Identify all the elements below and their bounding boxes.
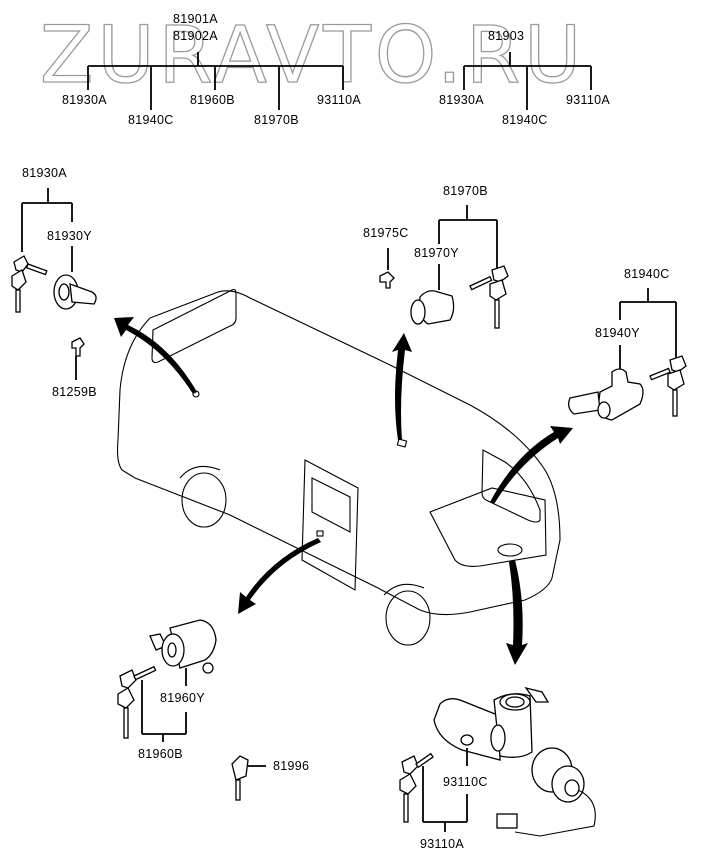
key-icon [231,755,249,801]
front-door-lock-group: 81940C 81940Y [568,267,687,421]
label-81902a[interactable]: 81902A [173,29,218,43]
ignition-switch-body-icon [433,686,550,761]
blank-key-group: 81996 [231,755,309,801]
label-81960b-top[interactable]: 81960B [190,93,235,107]
label-81970b-top[interactable]: 81970B [254,113,299,127]
label-81940c-top[interactable]: 81940C [128,113,174,127]
arrow-front-door [490,426,573,504]
roof-lock-group: 81970B 81970Y 81975C [363,184,509,329]
key-pair-icon [117,665,157,739]
label-81940y[interactable]: 81940Y [595,326,640,340]
label-81960b[interactable]: 81960B [138,747,183,761]
label-81970b[interactable]: 81970B [443,184,488,198]
label-81930a[interactable]: 81930A [22,166,67,180]
clip-icon [379,271,395,289]
rear-window-lock-group: 81930A 81930Y 81259B [11,166,97,399]
arrow-rear-window [114,317,197,394]
arrow-side-door [238,538,321,614]
label-93110a[interactable]: 93110A [420,837,464,851]
watermark: ZURAVTO.RU [40,11,585,101]
lock-cylinder-icon [149,619,217,674]
key-cylinder-icon [496,747,596,837]
arrow-roof [392,333,412,440]
key-pair-icon [399,752,434,823]
label-81259b[interactable]: 81259B [52,385,97,399]
side-door-lock-group: 81960Y 81960B [117,619,217,761]
location-arrows [114,317,573,665]
label-81930a-top[interactable]: 81930A [62,93,107,107]
label-81996[interactable]: 81996 [273,759,309,773]
arrow-ignition [506,560,528,665]
label-81960y[interactable]: 81960Y [160,691,205,705]
van-body [116,288,561,646]
clip-icon [71,337,85,357]
label-93110a-top-right[interactable]: 93110A [566,93,610,107]
key-pair-icon [649,355,687,417]
label-93110a-top[interactable]: 93110A [317,93,361,107]
key-pair-icon [469,265,509,329]
top-left-kit-group: 81901A 81902A 81930A 81940C 81960B 81970… [62,12,361,127]
lock-cylinder-icon [410,290,455,325]
label-81930y[interactable]: 81930Y [47,229,92,243]
label-81901a[interactable]: 81901A [173,12,218,26]
lock-cylinder-icon [53,274,97,310]
lock-cylinder-icon [568,368,644,421]
label-81930a-top-right[interactable]: 81930A [439,93,484,107]
label-81940c-top-right[interactable]: 81940C [502,113,548,127]
label-93110c[interactable]: 93110C [443,775,488,789]
label-81940c[interactable]: 81940C [624,267,670,281]
key-pair-icon [11,255,48,313]
label-81975c[interactable]: 81975C [363,226,409,240]
label-81970y[interactable]: 81970Y [414,246,459,260]
ignition-lock-group: 93110C 93110A [399,686,596,851]
top-right-kit-group: 81903 81930A 81940C 93110A [439,29,610,127]
label-81903[interactable]: 81903 [488,29,524,43]
